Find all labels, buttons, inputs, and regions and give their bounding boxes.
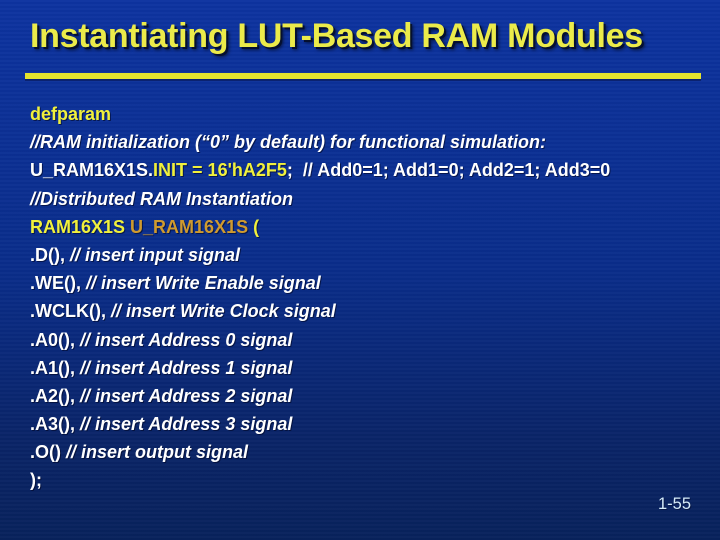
code-segment: // insert Address 2 signal <box>80 385 293 406</box>
code-segment: // insert Write Clock signal <box>110 301 336 322</box>
code-line: .A3(), // insert Address 3 signal <box>30 410 690 438</box>
code-segment: INIT = 16'hA2F5 <box>153 160 287 181</box>
code-line: RAM16X1S U_RAM16X1S ( <box>30 213 690 241</box>
code-line: U_RAM16X1S.INIT = 16'hA2F5; // Add0=1; A… <box>30 156 690 184</box>
code-line: //RAM initialization (“0” by default) fo… <box>30 128 690 156</box>
code-segment: ); <box>30 470 42 491</box>
code-line: .A1(), // insert Address 1 signal <box>30 354 690 382</box>
code-segment: .D(), <box>30 244 70 265</box>
code-segment: .O() <box>30 442 66 463</box>
code-segment: .WE(), <box>30 273 86 294</box>
code-segment: ( <box>253 216 260 237</box>
code-segment: ; // Add0=1; Add1=0; Add2=1; Add3=0 <box>286 160 611 181</box>
code-segment: // insert Address 3 signal <box>80 414 293 435</box>
code-segment: // insert Write Enable signal <box>86 273 321 294</box>
code-line: //Distributed RAM Instantiation <box>30 185 690 213</box>
code-segment: // insert Address 0 signal <box>80 329 293 350</box>
slide-title: Instantiating LUT-Based RAM Modules <box>30 17 643 55</box>
code-line: defparam <box>30 100 690 128</box>
code-segment: // insert output signal <box>66 442 249 463</box>
code-block: defparam //RAM initialization (“0” by def… <box>30 100 690 495</box>
code-line: .WCLK(), // insert Write Clock signal <box>30 297 690 325</box>
code-line: .O() // insert output signal <box>30 438 690 466</box>
title-divider <box>25 73 701 79</box>
code-segment: .A1(), <box>30 357 81 378</box>
code-segment: defparam <box>30 104 112 124</box>
code-segment: .A2(), <box>30 385 81 406</box>
page-number: 1-55 <box>658 495 692 513</box>
code-segment: U_RAM16X1S. <box>30 160 154 181</box>
code-segment: RAM16X1S <box>30 216 131 237</box>
code-line: .WE(), // insert Write Enable signal <box>30 269 690 297</box>
code-segment: .WCLK(), <box>30 301 111 322</box>
code-segment: U_RAM16X1S <box>130 216 254 237</box>
code-line: .A0(), // insert Address 0 signal <box>30 326 690 354</box>
code-segment: .A0(), <box>30 329 81 350</box>
code-segment: //RAM initialization (“0” by default) fo… <box>30 132 546 153</box>
code-line: ); <box>30 466 690 494</box>
code-segment: // insert input signal <box>70 244 241 265</box>
code-segment: //Distributed RAM Instantiation <box>30 188 293 209</box>
code-segment: .A3(), <box>30 414 81 435</box>
code-line: .A2(), // insert Address 2 signal <box>30 382 690 410</box>
code-line: .D(), // insert input signal <box>30 241 690 269</box>
code-segment: // insert Address 1 signal <box>80 357 293 378</box>
